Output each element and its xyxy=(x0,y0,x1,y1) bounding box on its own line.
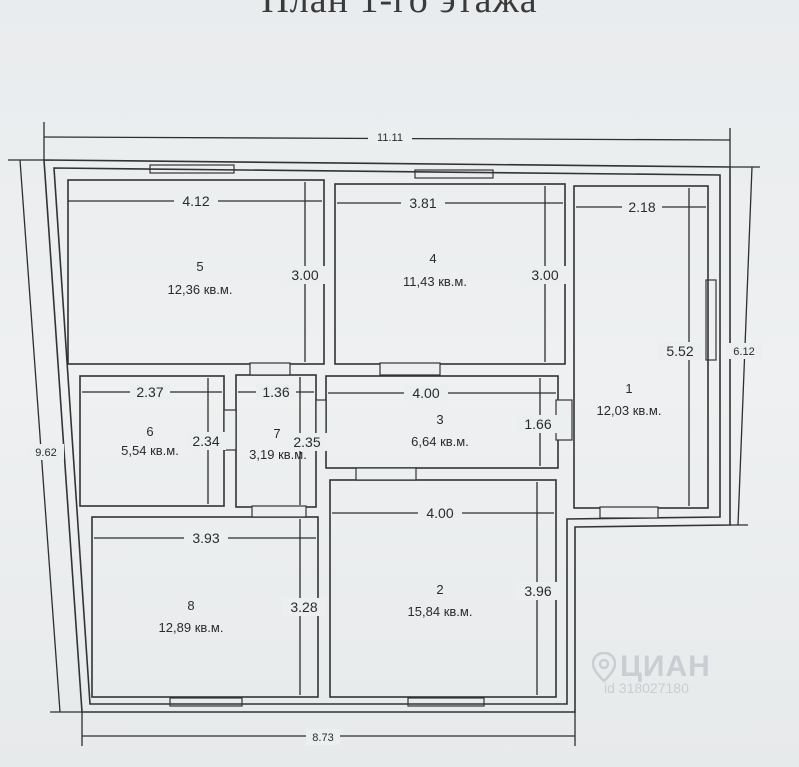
room-3-height: 1.66 xyxy=(524,416,551,432)
room-4-number: 4 xyxy=(429,251,436,266)
room-5-area: 12,36 кв.м. xyxy=(168,282,233,297)
room-4-area: 11,43 кв.м. xyxy=(403,274,467,289)
room-2-height: 3.96 xyxy=(524,583,551,599)
room-1-height: 5.52 xyxy=(666,343,693,359)
room-3-width: 4.00 xyxy=(412,385,439,401)
room-3: 4.00 1.66 3 6,64 кв.м. xyxy=(404,385,558,449)
room-8: 3.93 3.28 8 12,89 кв.м. xyxy=(159,530,326,635)
inner-wall xyxy=(53,167,721,705)
windows xyxy=(149,164,717,707)
watermark-brand: ЦИАН xyxy=(620,650,711,683)
room-7-area: 3,19 кв.м. xyxy=(249,447,307,462)
room-2: 4.00 3.96 2 15,84 кв.м. xyxy=(408,505,560,619)
room-8-area: 12,89 кв.м. xyxy=(159,620,224,635)
room-5-number: 5 xyxy=(196,259,203,274)
overall-left-label: 9.62 xyxy=(35,447,56,459)
room-5-height: 3.00 xyxy=(291,267,318,283)
room-2-width: 4.00 xyxy=(426,505,453,521)
room-8-width: 3.93 xyxy=(192,530,219,546)
watermark-id: id 318027180 xyxy=(604,680,689,696)
room-4-height: 3.00 xyxy=(531,267,558,283)
room-7: 1.36 2.35 7 3,19 кв.м. xyxy=(249,384,327,462)
cian-watermark: ЦИАН id 318027180 xyxy=(592,650,711,696)
interior-dimension-lines xyxy=(68,182,706,695)
room-7-number: 7 xyxy=(273,426,280,441)
room-6-area: 5,54 кв.м. xyxy=(121,443,179,458)
room-6-height: 2.34 xyxy=(192,433,219,449)
room-5-width: 4.12 xyxy=(182,193,209,209)
room-8-number: 8 xyxy=(187,598,194,613)
room-7-width: 1.36 xyxy=(262,384,289,400)
room-4: 3.81 3.00 4 11,43 кв.м. xyxy=(401,195,567,289)
room-1-area: 12,03 кв.м. xyxy=(597,403,662,418)
room-1-number: 1 xyxy=(625,381,632,396)
room-5: 4.12 3.00 5 12,36 кв.м. xyxy=(168,193,327,297)
room-4-width: 3.81 xyxy=(409,195,436,211)
overall-dimension-labels: 11.11 9.62 6.12 8.73 xyxy=(28,128,762,745)
room-6: 2.37 2.34 6 5,54 кв.м. xyxy=(121,384,226,458)
plan-title: План 1-го этажа xyxy=(261,0,538,21)
room-7-height: 2.35 xyxy=(293,434,320,450)
overall-top-label: 11.11 xyxy=(377,132,403,144)
room-6-number: 6 xyxy=(146,424,153,439)
room-6-width: 2.37 xyxy=(136,384,163,400)
overall-right-label: 6.12 xyxy=(733,346,754,358)
room-2-area: 15,84 кв.м. xyxy=(408,604,473,619)
room-8-height: 3.28 xyxy=(290,599,317,615)
location-pin-icon xyxy=(592,652,616,682)
room-3-area: 6,64 кв.м. xyxy=(411,434,469,449)
overall-bottom-label: 8.73 xyxy=(312,732,333,744)
room-1: 2.18 5.52 1 12,03 кв.м. xyxy=(597,199,702,418)
doors xyxy=(223,362,659,519)
room-2-number: 2 xyxy=(436,582,443,597)
room-3-number: 3 xyxy=(436,412,443,427)
room-1-width: 2.18 xyxy=(628,199,655,215)
